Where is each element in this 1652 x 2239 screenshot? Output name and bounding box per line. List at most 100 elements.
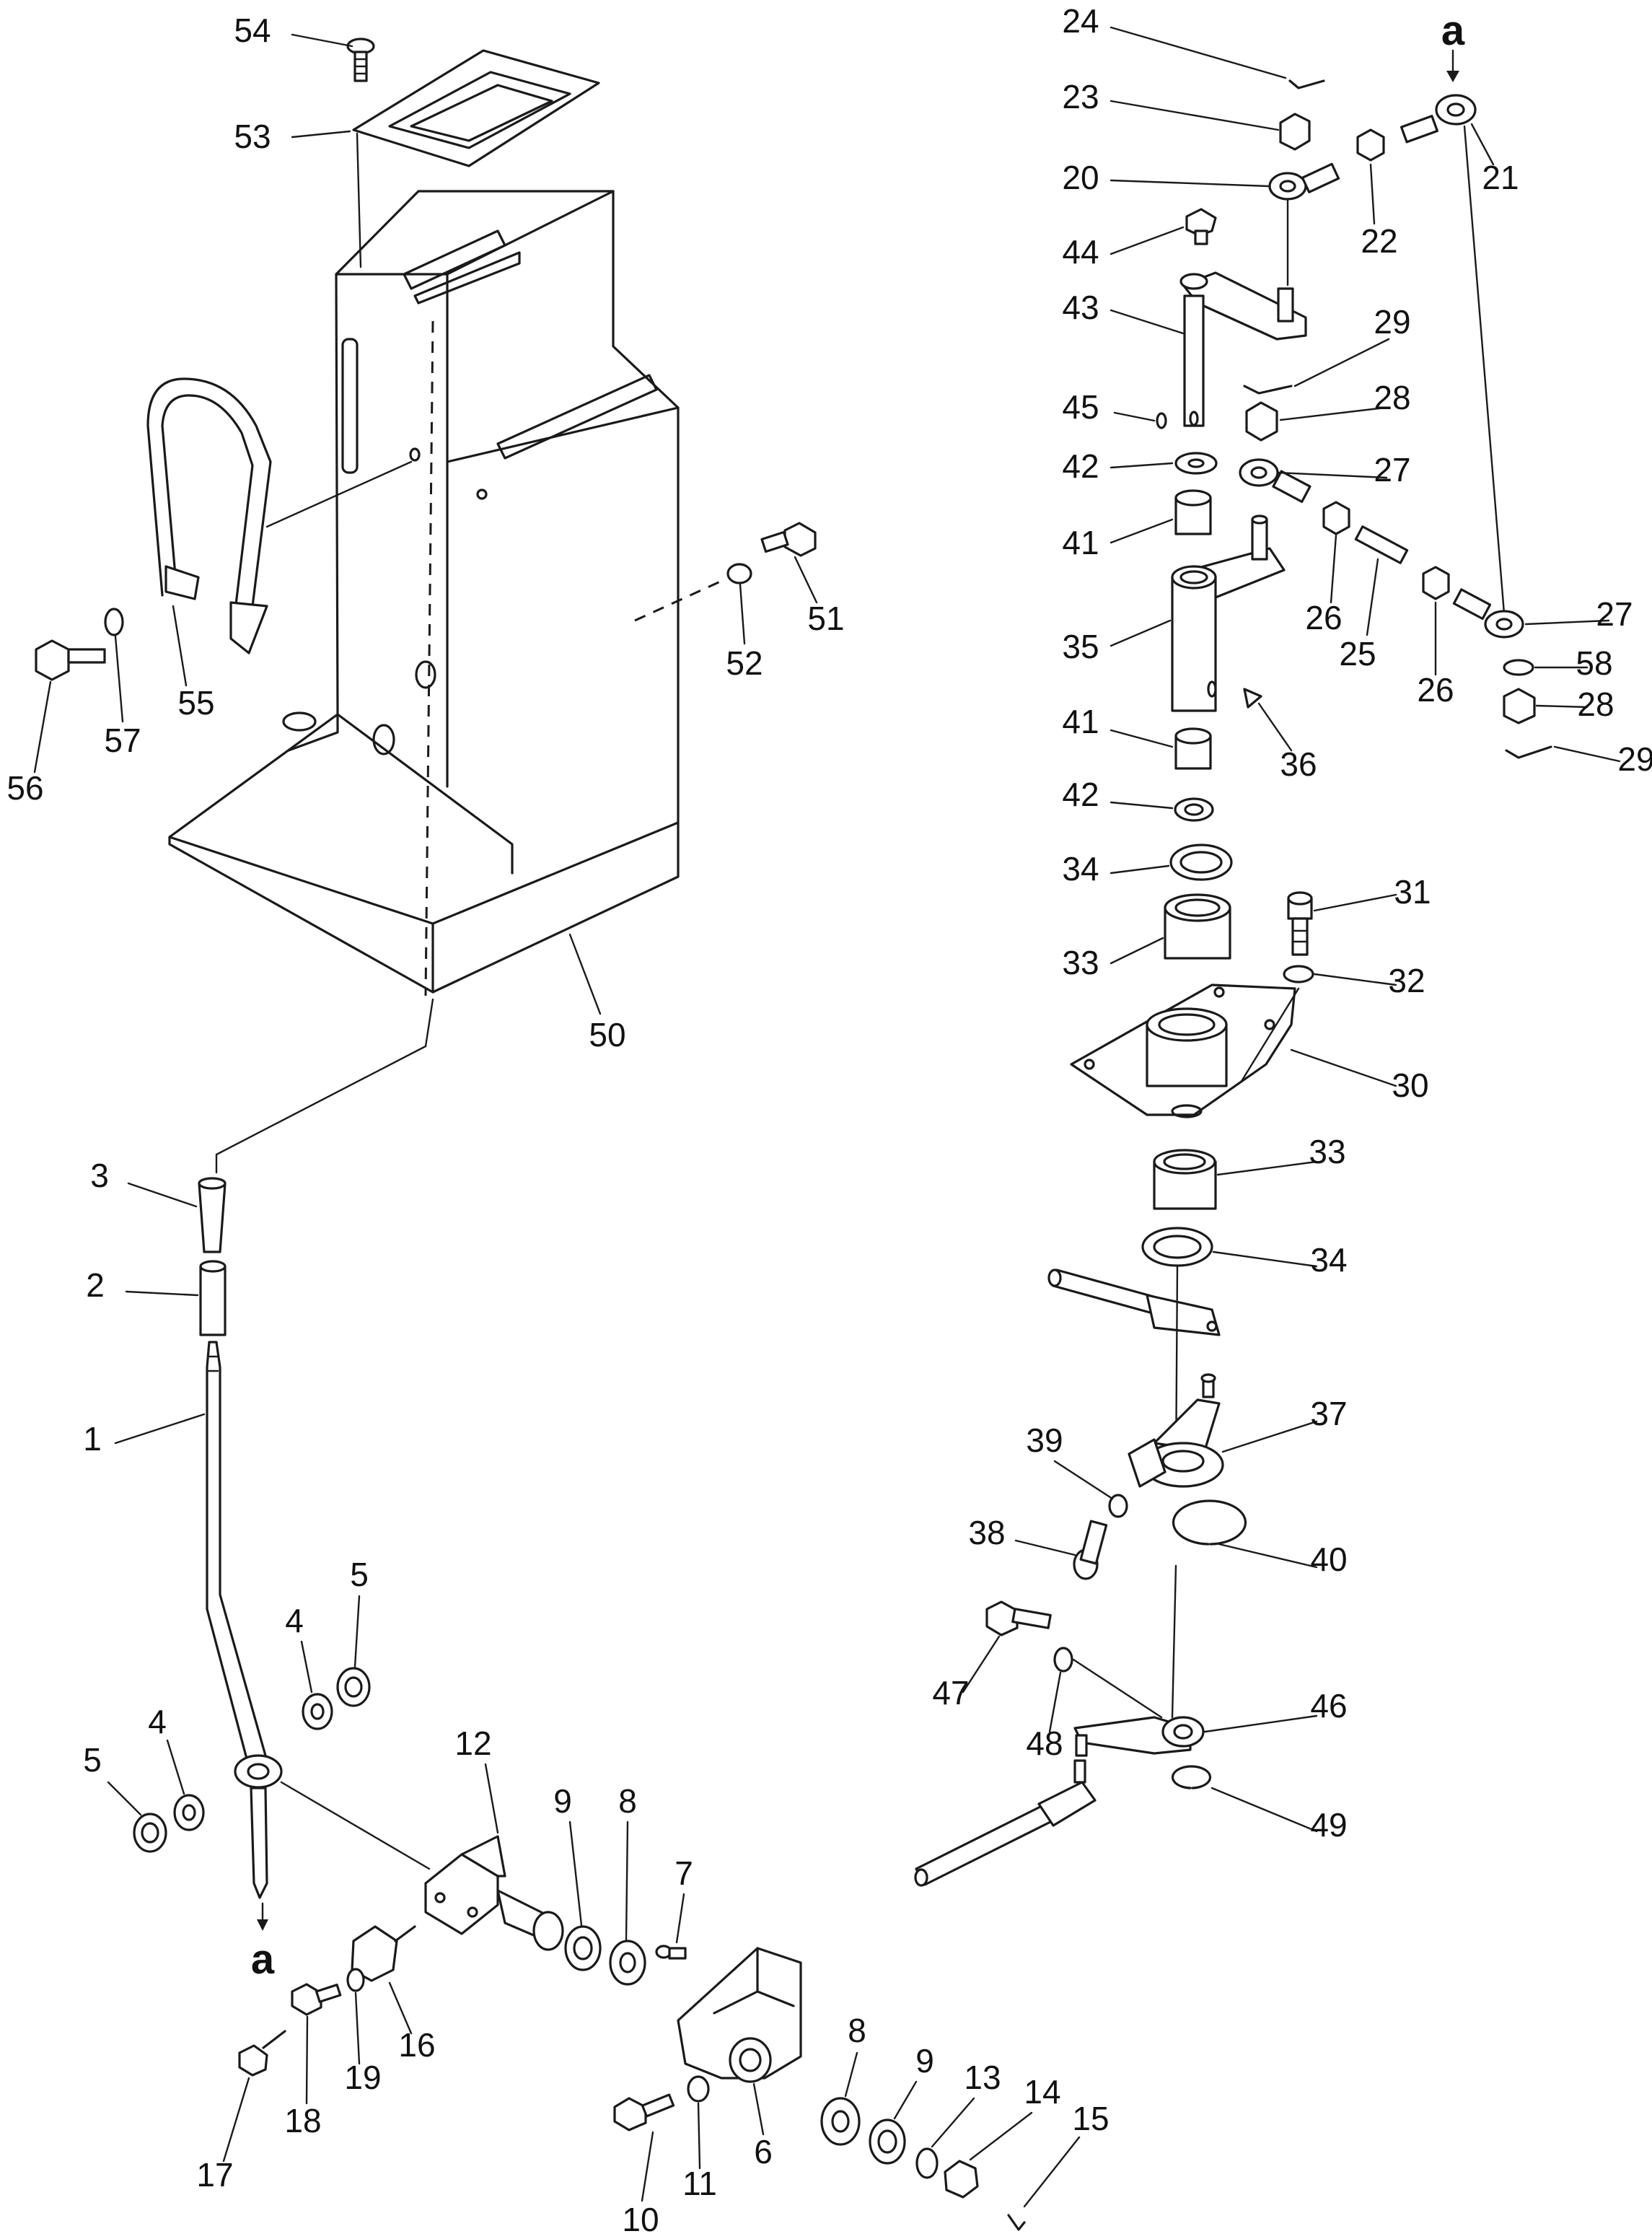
leader-cover-down [356, 132, 362, 268]
link-rod-lower [914, 1759, 1097, 1887]
bolt-51 [760, 522, 817, 557]
threaded-rod-25 [1354, 525, 1409, 564]
fitting-17 [238, 2030, 286, 2077]
callout-label-50: 50 [589, 1016, 625, 1053]
callout-leader-41b [1110, 729, 1174, 748]
callout-label-1: 1 [83, 1420, 102, 1458]
callout-leader-30 [1290, 1048, 1397, 1087]
callout-leader-16 [388, 1981, 413, 2035]
callout-label-41b: 41 [1062, 703, 1099, 740]
callout-leader-29b [1553, 745, 1621, 763]
callout-label-48: 48 [1026, 1725, 1063, 1762]
leader-31-to-30 [1239, 987, 1300, 1084]
callout-label-9a: 9 [553, 1782, 572, 1820]
callout-leader-15 [1023, 2136, 1081, 2208]
washer-52 [726, 563, 752, 584]
callout-leader-26a [1330, 534, 1337, 604]
callout-label-15: 15 [1072, 2100, 1109, 2137]
link-rod-upper [1047, 1269, 1221, 1336]
washer-58 [1503, 659, 1534, 676]
callout-label-24: 24 [1062, 2, 1099, 40]
callout-label-44: 44 [1062, 233, 1099, 271]
callout-label-5b: 5 [83, 1741, 102, 1779]
callout-label-28b: 28 [1577, 685, 1614, 723]
callout-label-36: 36 [1280, 745, 1317, 783]
lever-shaft-43 [1179, 271, 1307, 427]
callout-leader-41a [1110, 518, 1174, 544]
rod-end-21 [1400, 94, 1477, 144]
leader-bolt51 [634, 578, 726, 622]
bushing-4-upper [302, 1693, 333, 1730]
callout-leader-8b [844, 2051, 858, 2098]
callout-label-42a: 42 [1062, 447, 1099, 485]
callout-leader-29a [1293, 338, 1390, 387]
callout-leader-43 [1110, 309, 1185, 335]
callout-leader-23 [1110, 100, 1280, 131]
callout-leader-50 [568, 933, 602, 1015]
callout-label-34b: 34 [1310, 1241, 1347, 1279]
callout-leader-55 [172, 605, 188, 687]
callout-leader-56 [33, 680, 52, 774]
callout-label-57: 57 [104, 722, 141, 759]
callout-leader-34a [1110, 864, 1170, 875]
leader-48-to-46 [1072, 1658, 1163, 1719]
callout-leader-5a [353, 1595, 361, 1668]
callout-label-2: 2 [86, 1266, 105, 1304]
callout-label-27a: 27 [1374, 451, 1410, 488]
callout-label-34a: 34 [1062, 850, 1099, 888]
callout-label-53: 53 [234, 118, 271, 155]
sleeve-2 [199, 1260, 227, 1336]
callout-label-32: 32 [1388, 962, 1425, 999]
callout-label-28a: 28 [1374, 379, 1410, 416]
callout-leader-45 [1113, 411, 1156, 422]
callout-leader-19 [354, 1992, 361, 2065]
callout-leader-48 [1048, 1671, 1062, 1733]
callout-leader-57 [114, 635, 124, 723]
callout-leader-25 [1366, 558, 1379, 636]
bolt-56 [35, 639, 106, 681]
callout-label-42b: 42 [1062, 776, 1099, 813]
callout-label-18: 18 [284, 2102, 321, 2139]
bearing-34-lower [1141, 1227, 1213, 1267]
callout-label-4b: 4 [148, 1703, 167, 1740]
cotter-pin-29-upper [1243, 385, 1293, 395]
washer-32 [1283, 965, 1314, 983]
bushing-41-lower [1174, 727, 1212, 770]
callout-label-8a: 8 [618, 1782, 637, 1820]
leader-handle [265, 460, 413, 528]
bearing-5-upper [336, 1667, 371, 1707]
leader-console-to-knob-2 [215, 1045, 427, 1174]
bushing-8-left [609, 1940, 646, 1986]
callout-label-58: 58 [1576, 644, 1612, 682]
knob-3 [198, 1177, 227, 1253]
callout-leader-46 [1203, 1714, 1318, 1733]
grab-handle [146, 377, 272, 654]
callout-label-31: 31 [1394, 873, 1431, 911]
callout-label-26b: 26 [1417, 671, 1454, 709]
callout-leader-53 [291, 130, 351, 139]
needle-bearing-33-lower [1153, 1149, 1217, 1210]
callout-label-37: 37 [1310, 1395, 1347, 1432]
shaft-centerline [424, 320, 434, 996]
callout-leader-51 [794, 556, 818, 604]
rod-end-27-lower [1452, 588, 1524, 639]
cotter-pin-24 [1288, 79, 1325, 89]
callout-label-45: 45 [1062, 388, 1099, 426]
callout-leader-32 [1313, 973, 1397, 986]
callout-leader-9a [568, 1820, 583, 1927]
callout-leader-21 [1470, 123, 1495, 166]
washer-11 [687, 2075, 710, 2103]
callout-label-21: 21 [1482, 159, 1519, 196]
callout-label-5a: 5 [350, 1556, 369, 1593]
callout-leader-17 [222, 2077, 250, 2163]
callout-leader-42b [1110, 801, 1174, 810]
callout-leader-12 [484, 1763, 499, 1834]
callout-leader-20 [1110, 179, 1270, 188]
bushing-8-right [820, 2097, 861, 2146]
bearing-9-right [869, 2118, 906, 2165]
washer-39 [1108, 1494, 1128, 1518]
callout-leader-49 [1211, 1787, 1318, 1833]
bushing-41-upper [1174, 489, 1212, 535]
callout-label-51: 51 [807, 600, 844, 637]
callout-leader-27b [1524, 619, 1610, 626]
